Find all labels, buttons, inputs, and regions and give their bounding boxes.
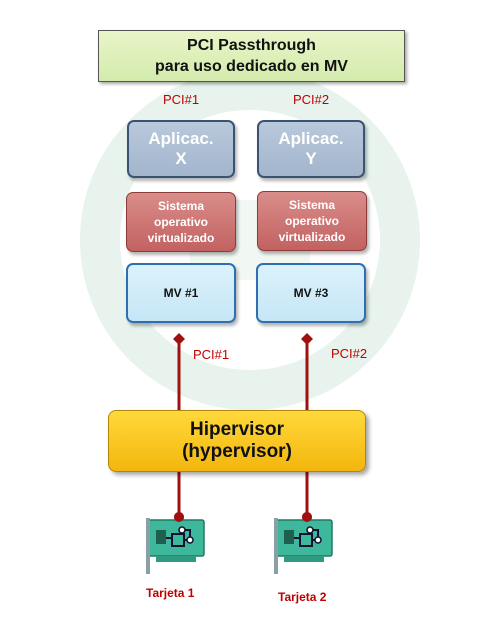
pci-top-label-1: PCI#1 [163, 92, 200, 107]
hypervisor-box: Hipervisor (hypervisor) [108, 410, 366, 472]
os-line-1: Sistema [288, 198, 336, 212]
card-label-1: Tarjeta 1 [146, 586, 195, 600]
guest-os-box-2: Sistema operativo virtualizado [257, 191, 367, 251]
app-box-2: Aplicac. Y [257, 120, 365, 178]
pci-card-icon [146, 512, 205, 574]
app-label-line-1: Aplicac. [278, 129, 344, 148]
vm-box-1: MV #1 [126, 263, 236, 323]
vm-label-2: MV #3 [293, 286, 329, 300]
title-line-2: para uso dedicado en MV [155, 58, 348, 75]
app-box-1: Aplicac. X [127, 120, 235, 178]
hypervisor-line-1: Hipervisor [190, 419, 284, 440]
pci-link-label-2: PCI#2 [331, 346, 368, 361]
pci-card-icon [274, 512, 333, 574]
diagram-title: PCI Passthrough para uso dedicado en MV [98, 30, 405, 82]
os-line-2: operativo [284, 214, 339, 228]
pci-link-label-1: PCI#1 [193, 347, 230, 362]
hypervisor-line-2: (hypervisor) [182, 441, 292, 462]
guest-os-box-1: Sistema operativo virtualizado [126, 192, 236, 252]
app-label-line-2: X [175, 149, 187, 168]
app-label-line-2: Y [305, 149, 317, 168]
card-label-2: Tarjeta 2 [278, 590, 327, 604]
os-line-3: virtualizado [147, 231, 215, 245]
title-line-1: PCI Passthrough [187, 37, 316, 54]
os-line-1: Sistema [157, 199, 205, 213]
os-line-2: operativo [153, 215, 208, 229]
os-line-3: virtualizado [278, 230, 346, 244]
vm-label-1: MV #1 [163, 286, 199, 300]
app-label-line-1: Aplicac. [148, 129, 214, 148]
vm-box-2: MV #3 [256, 263, 366, 323]
pci-top-label-2: PCI#2 [293, 92, 330, 107]
